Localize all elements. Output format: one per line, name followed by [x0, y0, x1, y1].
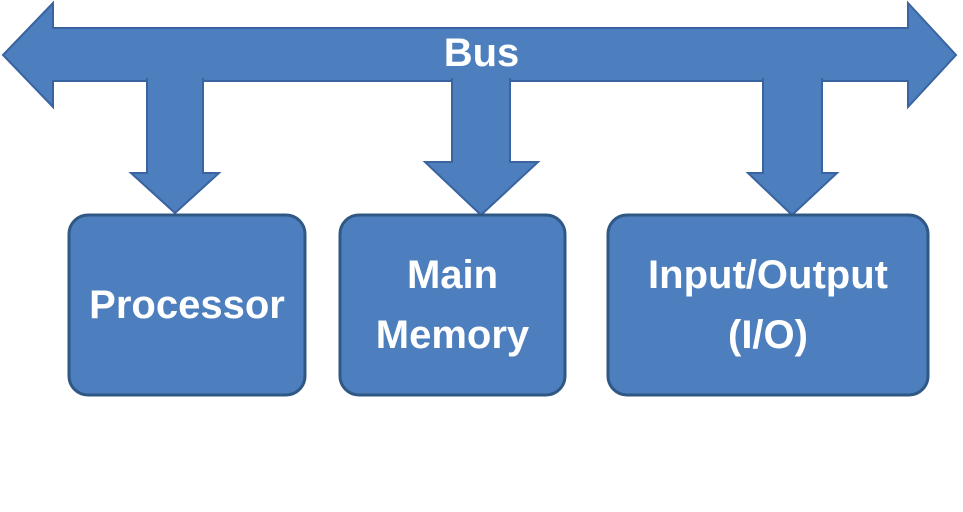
main-memory-box — [338, 213, 567, 397]
io-label: Input/Output (I/O) — [648, 253, 888, 357]
processor-label: Processor — [89, 283, 285, 327]
bus-to-main-memory-arrow — [422, 78, 541, 217]
bus-to-processor-arrow — [128, 78, 222, 215]
bus-label: Bus — [443, 31, 520, 75]
io-box — [606, 213, 930, 397]
processor-box — [67, 213, 307, 397]
bus-double-arrow — [1, 0, 958, 110]
main-memory-label: Main Memory — [375, 253, 530, 357]
bus-to-io-arrow — [745, 78, 840, 217]
